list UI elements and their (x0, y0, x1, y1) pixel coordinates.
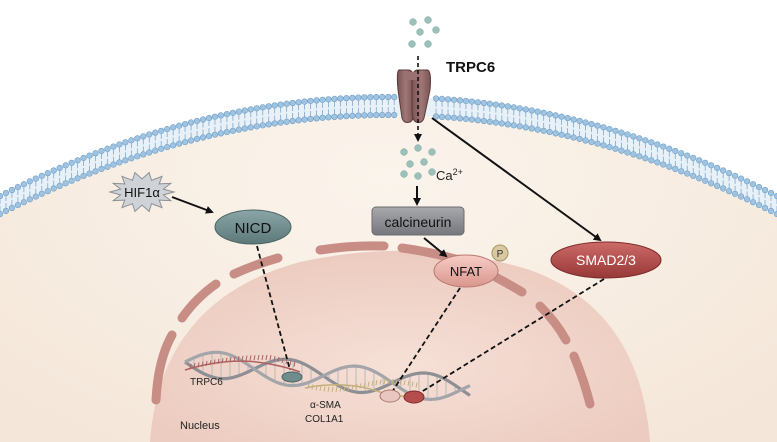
calcium-ions-extracellular (408, 16, 440, 48)
calcineurin-node: calcineurin (371, 206, 465, 236)
hif1a-node: HIF1α (108, 171, 176, 213)
calcium-label: Ca2+ (436, 167, 463, 183)
trpc6-to-smad-arrow (431, 117, 602, 242)
calcium-ions-intracellular (400, 144, 436, 180)
nicd-label: NICD (235, 220, 272, 237)
nucleus-label: Nucleus (180, 420, 220, 432)
phosphate-label: P (497, 249, 504, 260)
smad23-node: SMAD2/3 (550, 241, 662, 279)
extracellular-space (0, 0, 777, 196)
calcineurin-label: calcineurin (385, 214, 452, 230)
nfat-on-dna (379, 389, 401, 403)
col1a1-gene-label: COL1A1 (305, 414, 344, 425)
dna-helix (184, 350, 471, 402)
trpc6-mrna-strand (184, 354, 301, 373)
trpc6-label: TRPC6 (446, 59, 495, 76)
trpc6-gene-label: TRPC6 (190, 377, 223, 388)
smad23-label: SMAD2/3 (576, 252, 636, 268)
asma-gene-label: α-SMA (310, 400, 341, 411)
hif1a-to-nicd-arrow (171, 196, 214, 214)
nicd-node: NICD (214, 209, 292, 245)
nucleus (150, 241, 650, 442)
calcineurin-to-nfat-arrow (423, 237, 448, 258)
cell-membrane (0, 93, 777, 218)
trpc6-channel (396, 69, 431, 123)
nfat-label: NFAT (450, 264, 482, 279)
nicd-on-dna (281, 371, 303, 383)
smad-on-dna (403, 390, 425, 404)
smad-to-dna-arrow (417, 278, 605, 395)
nicd-to-dna-arrow (256, 245, 291, 371)
hif1a-label: HIF1α (124, 185, 160, 200)
nfat-node: NFAT (433, 254, 499, 288)
nfat-to-dna-arrow (391, 287, 461, 393)
calcium-charge: 2+ (453, 167, 463, 177)
phosphate-group: P (491, 244, 509, 262)
